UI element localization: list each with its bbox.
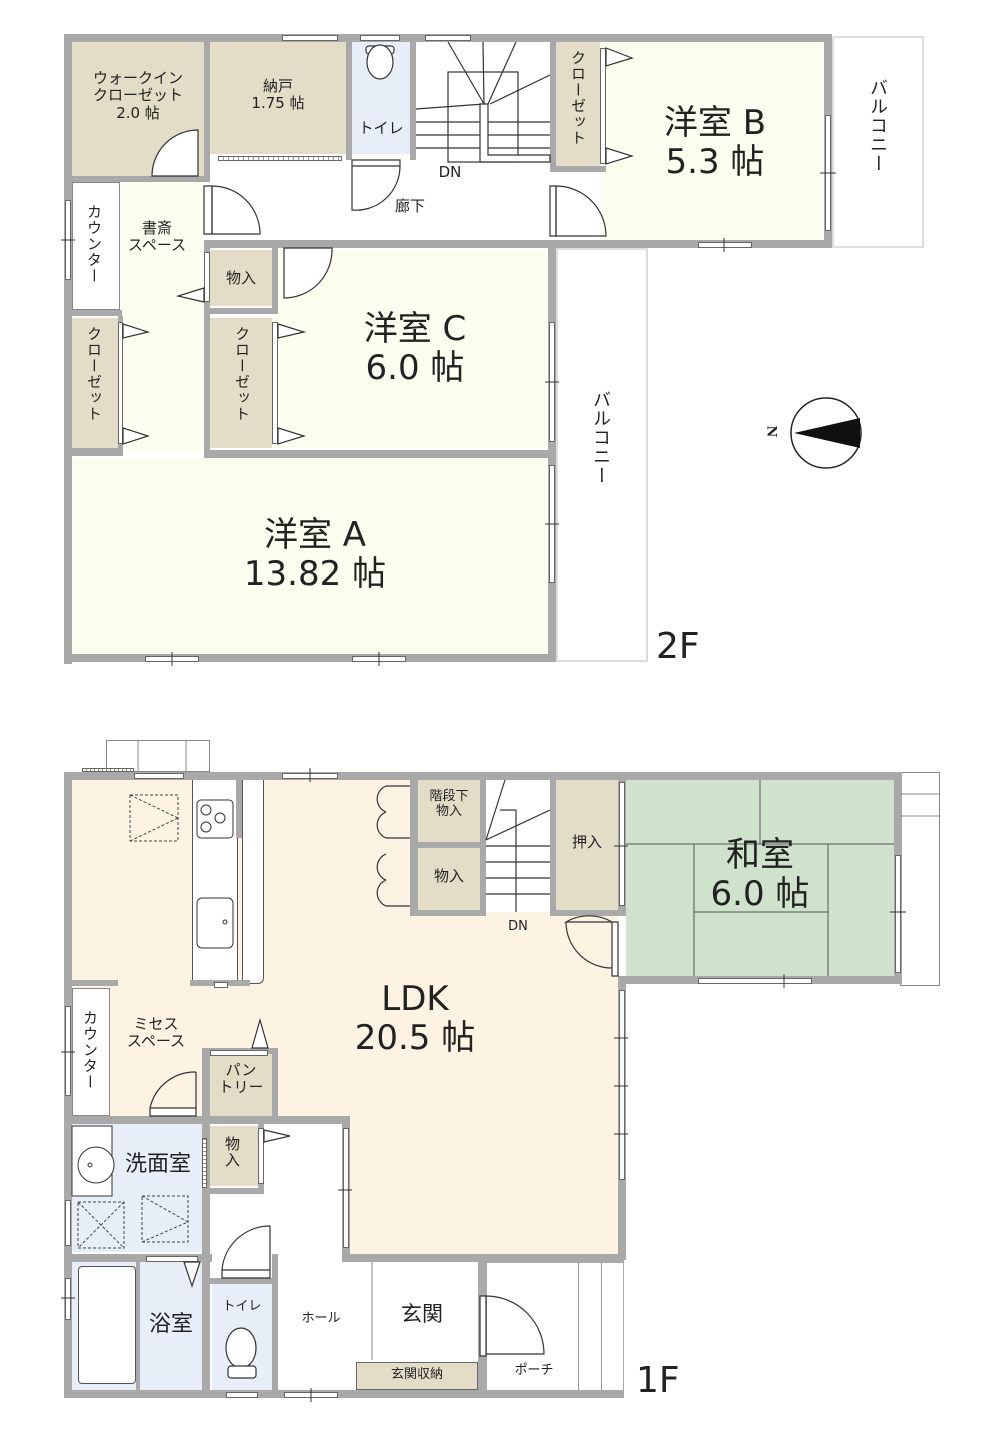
balcony-b-label: バルコニー: [867, 78, 888, 173]
door-washitsu: [611, 921, 619, 977]
balcony-c-outline: [556, 248, 648, 662]
balcony-c-label: バルコニー: [590, 390, 611, 485]
western-a-area: [72, 458, 548, 654]
closet-b-label: クローゼット: [569, 50, 587, 146]
door-wic: [151, 129, 199, 177]
oshiire-area: [556, 780, 618, 912]
pantry-area: [210, 1054, 272, 1116]
compass-icon: [790, 397, 862, 469]
door-washroom: [149, 1107, 197, 1117]
hall-label: ホール: [301, 1311, 341, 1326]
walk-in-closet-label: ウォークイン クローゼット 2.0 帖: [92, 69, 183, 122]
stairs-1f-icon: [485, 779, 551, 912]
door-western-c: [283, 247, 333, 299]
western-a-label: 洋室 A 13.82 帖: [243, 515, 387, 595]
closet-c-label: クローゼット: [233, 326, 251, 422]
entrance-label: 玄関: [401, 1302, 443, 1326]
corridor-area: [210, 160, 550, 240]
study-space-label: 書斎 スペース: [127, 219, 187, 255]
stairs-2f-dn-label: DN: [438, 163, 462, 181]
fridge-space-icon: [129, 794, 179, 842]
entrance-storage-label: 玄関収納: [390, 1367, 443, 1382]
hall-area: [278, 1126, 348, 1392]
western-b-label: 洋室 B 5.3 帖: [663, 103, 767, 183]
nando-label: 納戸 1.75 帖: [251, 77, 305, 113]
corridor-label: 廊下: [394, 197, 425, 215]
toilet-2f-label: トイレ: [358, 119, 404, 137]
mono-2f-label: 物入: [225, 269, 256, 287]
floor-2f-graphics: [61, 41, 862, 666]
washitsu-label: 和室 6.0 帖: [710, 835, 810, 915]
ldk-area-lower: [72, 980, 618, 1118]
closet-c-area: [210, 318, 272, 448]
washroom-label: 洗面室: [124, 1152, 191, 1177]
washing-machine-space-icon: [77, 1195, 189, 1249]
mono-1f-area: [418, 848, 480, 910]
counter-2f-area: [72, 182, 120, 310]
mono-1f-2-label: 物入: [223, 1136, 241, 1168]
counter-2f-label: カウンター: [85, 204, 103, 284]
stove-icon: [196, 799, 234, 839]
stairs-1f-dn-label: DN: [508, 919, 528, 934]
pantry-label: パン トリー: [218, 1061, 264, 1097]
ldk-label: LDK 20.5 帖: [354, 979, 476, 1059]
mono-2f-area: [210, 250, 272, 306]
misses-space-label: ミセス スペース: [126, 1015, 186, 1051]
toilet-1f-label: トイレ: [222, 1299, 262, 1314]
ldk-area-bottom: [348, 1118, 618, 1254]
porch-label: ポーチ: [514, 1363, 554, 1378]
wash-basin-icon: [71, 1125, 115, 1197]
closet-b-area: [556, 42, 600, 168]
mono-1f-2-area: [210, 1126, 258, 1186]
door-toilet-1f: [221, 1269, 271, 1279]
floor-label-1f: 1F: [636, 1360, 680, 1401]
floor-label-2f: 2F: [656, 626, 700, 667]
understairs-storage-label: 階段下 物入: [429, 789, 469, 819]
porch-step-1: [578, 1262, 602, 1394]
mono-1f-label: 物入: [433, 867, 464, 885]
western-c-label: 洋室 C 6.0 帖: [363, 309, 467, 389]
exterior-unit: [106, 740, 210, 772]
western-b-area: [600, 42, 824, 240]
sink-icon: [196, 897, 234, 949]
counter-1f-area: [72, 988, 110, 1116]
understairs-storage-area: [418, 780, 480, 842]
tatami-lines: [626, 780, 894, 976]
toilet-bowl-icon: [365, 44, 395, 80]
study-space-area: [120, 182, 204, 452]
entrance-storage-area: [356, 1362, 478, 1390]
closet-left-label: クローゼット: [85, 326, 103, 422]
toilet-1f-bowl-icon: [225, 1327, 257, 1379]
balcony-b-outline: [832, 36, 924, 248]
oshiire-label: 押入: [571, 833, 602, 851]
closet-left-area: [72, 318, 118, 448]
door-entrance: [479, 1295, 487, 1357]
bathtub: [78, 1266, 136, 1384]
counter-1f-label: カウンター: [81, 1010, 99, 1090]
bathroom-label: 浴室: [148, 1312, 193, 1337]
stairs-2f-icon: [415, 41, 551, 163]
nando-area: [210, 42, 346, 154]
